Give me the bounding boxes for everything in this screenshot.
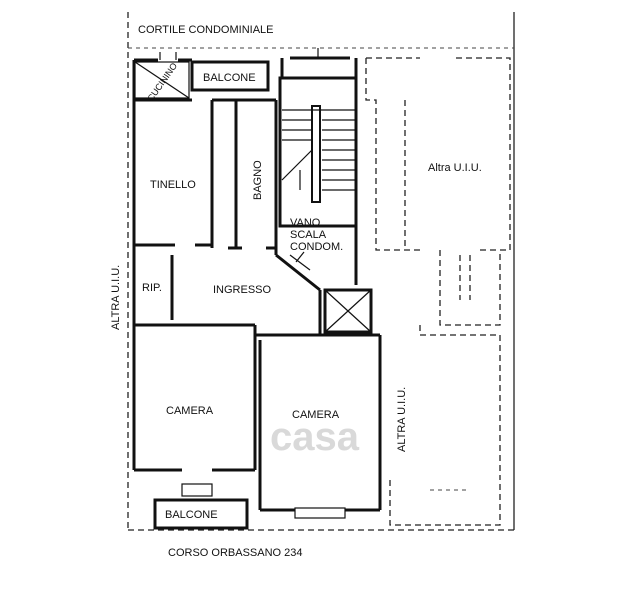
condom-label: CONDOM. [290, 241, 343, 253]
cucinino-label: CUCININO [145, 61, 179, 103]
tinello-label: TINELLO [150, 179, 196, 191]
altra-uiu-right-bottom-label: ALTRA U.I.U. [396, 387, 408, 452]
stair-treads [281, 105, 356, 203]
bagno-label: BAGNO [252, 160, 264, 200]
vano-label: VANO [290, 217, 321, 229]
corso-label: CORSO ORBASSANO 234 [168, 547, 303, 559]
scala-label: SCALA [290, 229, 327, 241]
cortile-label: CORTILE CONDOMINIALE [138, 24, 274, 36]
camera-right-label: CAMERA [292, 409, 340, 421]
altra-uiu-right-top-label: Altra U.I.U. [428, 162, 482, 174]
rip-label: RIP. [142, 282, 162, 294]
balcone-top-label: BALCONE [203, 72, 256, 84]
adjacent-unit-right [365, 57, 511, 526]
camera-left-label: CAMERA [166, 405, 214, 417]
site-boundary [127, 12, 515, 531]
ingresso-label: INGRESSO [213, 284, 272, 296]
watermark-logo: casa [270, 415, 360, 459]
apartment-walls [132, 48, 382, 530]
altra-uiu-left-label: ALTRA U.I.U. [110, 265, 122, 330]
balcone-bottom-label: BALCONE [165, 509, 218, 521]
